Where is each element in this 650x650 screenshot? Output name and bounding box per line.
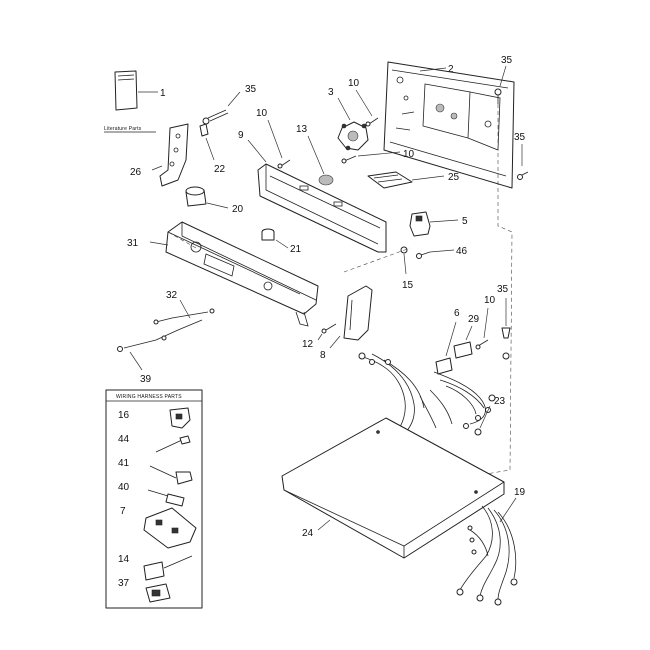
part-9-console-frame: 9: [238, 130, 387, 253]
callout-32: 32: [166, 290, 178, 301]
part-29-relay: 29: [453, 314, 480, 359]
callout-13: 13: [296, 124, 308, 135]
callout-14: 14: [118, 554, 130, 565]
callout-7: 7: [120, 506, 126, 517]
callout-35-left: 35: [245, 84, 257, 95]
part-21-knob: 21: [261, 228, 302, 255]
callout-20: 20: [232, 204, 244, 215]
callout-37: 37: [118, 578, 130, 589]
part-5-switch: 5: [409, 211, 468, 237]
main-wire-harness: [358, 352, 496, 435]
callout-19: 19: [514, 487, 526, 498]
part-2-rear-panel: 2: [383, 61, 515, 189]
alignment-line-panel: [167, 231, 197, 249]
part-32-wire-harness: 32 39: [117, 290, 215, 385]
callout-40: 40: [118, 482, 130, 493]
callout-10-d: 10: [484, 295, 496, 306]
callout-10-b: 10: [403, 149, 415, 160]
callout-39: 39: [140, 374, 152, 385]
part-3-timer: 3: [328, 87, 369, 151]
part-10-screw-a: 10: [348, 78, 379, 127]
part-10-screw-d: 10: [475, 295, 496, 350]
callout-22: 22: [214, 164, 226, 175]
wiring-box-title: WIRING HARNESS PARTS: [116, 394, 182, 400]
callout-1: 1: [160, 88, 166, 99]
part-6-connector: 6: [435, 308, 460, 375]
part-22-clip: 22: [199, 123, 226, 175]
callout-10-c: 10: [256, 108, 268, 119]
part-8-end-cap: 8: [320, 285, 373, 361]
part-20-knob: 20: [185, 186, 244, 215]
callout-29: 29: [468, 314, 480, 325]
callout-15: 15: [402, 280, 414, 291]
part-46-screw: 46: [416, 246, 468, 259]
callout-2: 2: [448, 64, 454, 75]
callout-5: 5: [462, 216, 468, 227]
callout-24: 24: [302, 528, 314, 539]
callout-44: 44: [118, 434, 130, 445]
callout-3: 3: [328, 87, 334, 98]
callout-31: 31: [127, 238, 139, 249]
part-31-console-panel: 31: [127, 221, 319, 327]
alignment-line-left: [343, 247, 411, 273]
callout-6: 6: [454, 308, 460, 319]
part-13-switch: 13: [296, 124, 334, 186]
part-10-screw-c: 10: [256, 108, 291, 169]
part-1-literature: 1 Literature Parts: [104, 70, 166, 133]
part-35-screw-left: 35: [202, 84, 257, 125]
part-15-washer: 15: [400, 246, 414, 291]
wiring-harness-parts-box: WIRING HARNESS PARTS 16 44 41 40 7 14 37: [105, 389, 203, 609]
callout-9: 9: [238, 130, 244, 141]
part-19-wires: 19: [456, 487, 526, 606]
callout-12: 12: [302, 339, 314, 350]
callout-21: 21: [290, 244, 302, 255]
callout-10-a: 10: [348, 78, 360, 89]
callout-41: 41: [118, 458, 130, 469]
literature-label: Literature Parts: [104, 126, 142, 132]
callout-35-upper-right: 35: [501, 55, 513, 66]
part-24-top-cover: 24: [281, 417, 505, 559]
part-23-clip: 23: [474, 396, 506, 436]
callout-16: 16: [118, 410, 130, 421]
part-25-bracket: 25: [367, 171, 460, 189]
callout-46: 46: [456, 246, 468, 257]
callout-26: 26: [130, 167, 142, 178]
part-35-screw-lower: 35: [497, 284, 511, 360]
part-26-bracket: 26: [130, 123, 189, 187]
part-35-screw-right: 35: [514, 132, 529, 180]
callout-8: 8: [320, 350, 326, 361]
callout-35-right: 35: [514, 132, 526, 143]
part-10-screw-b: 10: [341, 149, 415, 164]
callout-23: 23: [494, 396, 506, 407]
part-12-screw: 12: [302, 323, 337, 350]
part-35-screw-upper-right: 35: [494, 55, 513, 104]
callout-35-lower: 35: [497, 284, 509, 295]
callout-25: 25: [448, 172, 460, 183]
